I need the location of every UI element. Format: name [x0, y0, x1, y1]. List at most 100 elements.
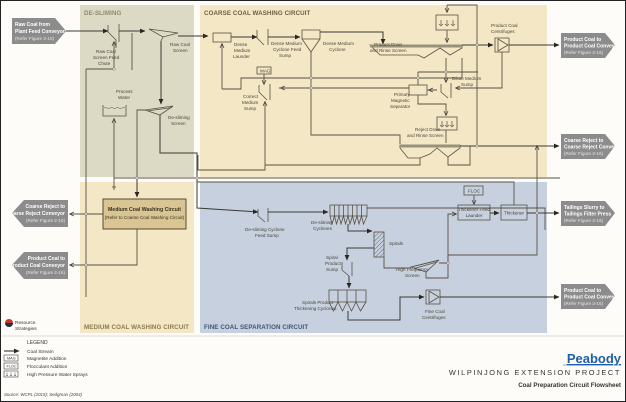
region-title-fine: FINE COAL SEPARATION CIRCUIT: [204, 324, 308, 331]
raw-coal-screen: Raw Coal Screen: [148, 28, 190, 53]
svg-text:(Refer Figure 2-16): (Refer Figure 2-16): [564, 218, 604, 223]
svg-text:Thickener: Thickener: [504, 211, 525, 216]
output-tailings-filter-press: Tailings Slurry to Tailings Filter Press…: [561, 201, 615, 226]
svg-text:Medium: Medium: [242, 100, 259, 105]
svg-text:FLOC: FLOC: [468, 189, 481, 194]
svg-text:Sump: Sump: [279, 53, 291, 58]
svg-text:Product Coal Conveyor: Product Coal Conveyor: [564, 295, 620, 301]
svg-text:(Refer Figure 2-16): (Refer Figure 2-16): [15, 36, 55, 41]
svg-text:Launder: Launder: [233, 54, 250, 59]
figure-title: Coal Preparation Circuit Flowsheet: [518, 382, 621, 389]
svg-text:High Pressure Water Sprays: High Pressure Water Sprays: [27, 372, 88, 378]
project-title: WILPINJONG EXTENSION PROJECT: [449, 368, 621, 377]
svg-text:Process: Process: [116, 89, 133, 94]
svg-text:Coarse Reject Conveyor: Coarse Reject Conveyor: [564, 145, 622, 151]
dm-cyclone: Dense Medium Cyclone: [301, 29, 354, 53]
output-product-coal-conveyor-left: Product Coal to Product Coal Conveyor (R…: [9, 252, 68, 279]
region-title-coarse: COARSE COAL WASHING CIRCUIT: [204, 10, 311, 17]
region-title-medium: MEDIUM COAL WASHING CIRCUIT: [84, 324, 189, 331]
svg-text:(Refer Figure 2-16): (Refer Figure 2-16): [564, 50, 604, 55]
svg-text:De-sliming: De-sliming: [311, 220, 333, 225]
spirals-thickening-cyclones: Spirals Product Thickening Cyclones: [294, 289, 367, 312]
svg-text:Coarse Reject Conveyor: Coarse Reject Conveyor: [7, 211, 65, 217]
svg-text:Launder: Launder: [466, 213, 483, 218]
svg-text:Raw Coal: Raw Coal: [96, 49, 116, 54]
svg-text:Sump: Sump: [244, 106, 256, 111]
region-fine-coal-separation: [200, 182, 547, 333]
floc-addition: FLOC: [463, 185, 484, 196]
svg-text:MAG: MAG: [260, 69, 271, 74]
svg-text:Product: Product: [325, 261, 342, 266]
svg-text:Tailings Slurry to: Tailings Slurry to: [564, 205, 604, 211]
svg-text:Thickening Cyclones: Thickening Cyclones: [294, 306, 337, 311]
output-product-coal-conveyor-bottom: Product Coal to Product Coal Conveyor (R…: [561, 284, 620, 309]
legend-item-flocculant: FLOC Flocculant Addition: [3, 362, 68, 370]
svg-text:Dense: Dense: [234, 42, 248, 47]
svg-text:Cyclones: Cyclones: [313, 226, 333, 231]
svg-text:Fine Coal: Fine Coal: [425, 309, 445, 314]
svg-text:Product Coal to: Product Coal to: [564, 288, 601, 294]
junction-dots: [84, 43, 539, 267]
svg-text:Coal Stream: Coal Stream: [27, 349, 54, 355]
svg-text:(Refer Figure 2-16): (Refer Figure 2-16): [564, 301, 604, 306]
svg-text:Product Coal Conveyor: Product Coal Conveyor: [9, 263, 65, 269]
svg-text:Product Coal to: Product Coal to: [564, 37, 601, 43]
svg-text:and Rinse Screen: and Rinse Screen: [407, 133, 444, 138]
svg-text:Medium Coal Washing Circuit: Medium Coal Washing Circuit: [108, 207, 181, 213]
svg-text:Magnetite Addition: Magnetite Addition: [27, 356, 67, 362]
svg-text:Thickener Feed: Thickener Feed: [458, 207, 490, 212]
spiral-product-sump: Spiral Product Sump: [325, 255, 353, 277]
product-drain-rinse-screen: Product Drain and Rinse Screen: [369, 42, 463, 59]
svg-text:Screen: Screen: [171, 121, 186, 126]
spirals: Spirals: [373, 231, 404, 258]
desliming-screen: De-sliming Screen: [144, 105, 190, 126]
dilute-medium-sump: Dilute Medium Sump: [440, 76, 482, 99]
svg-text:Correct: Correct: [243, 94, 259, 99]
medium-coal-washing-circuit-box: Medium Coal Washing Circuit (Refer to Co…: [102, 198, 187, 230]
legend-item-sprays: High Pressure Water Sprays: [3, 370, 88, 378]
svg-text:(Refer Figure 2-16): (Refer Figure 2-16): [564, 151, 604, 156]
svg-text:Raw Coal from: Raw Coal from: [15, 22, 51, 28]
svg-text:Product Coal to: Product Coal to: [28, 256, 65, 262]
svg-text:Centrifuges: Centrifuges: [491, 29, 515, 34]
svg-text:Sump: Sump: [326, 267, 338, 272]
region-coarse-coal-washing: [200, 5, 547, 177]
correct-medium-sump: Correct Medium Sump: [242, 84, 271, 111]
svg-text:Spiral: Spiral: [326, 255, 338, 260]
legend-item-magnetite: MAG Magnetite Addition: [3, 354, 67, 362]
svg-text:Coarse Reject to: Coarse Reject to: [26, 204, 65, 210]
resource-strategies-logo: Resource Strategies: [5, 319, 37, 332]
svg-text:Water: Water: [118, 95, 131, 100]
svg-text:Primary: Primary: [394, 92, 411, 97]
svg-text:(Refer to Coarse Coal Washing: (Refer to Coarse Coal Washing Circuit): [105, 215, 185, 220]
svg-text:Tailings Filter Press: Tailings Filter Press: [564, 212, 611, 218]
svg-text:Strategies: Strategies: [15, 326, 37, 332]
svg-text:Product Drain: Product Drain: [374, 42, 403, 47]
desliming-cyclones: De-sliming Cyclones: [311, 204, 368, 231]
svg-text:Resource: Resource: [15, 320, 36, 326]
svg-text:Magnetic: Magnetic: [391, 98, 410, 103]
spray-box-bottom: [436, 116, 458, 131]
svg-text:Dilute Medium: Dilute Medium: [452, 76, 482, 81]
process-water-tank: Process Water: [102, 89, 133, 117]
svg-text:LEGEND: LEGEND: [27, 340, 48, 346]
svg-text:Dense Medium: Dense Medium: [323, 41, 354, 46]
svg-text:Raw Coal: Raw Coal: [170, 42, 190, 47]
output-coarse-reject-conveyor: Coarse Reject to Coarse Reject Conveyor …: [561, 134, 622, 159]
svg-text:MAG: MAG: [7, 357, 16, 361]
mag-addition: MAG: [256, 66, 272, 75]
svg-text:Coarse Reject to: Coarse Reject to: [564, 138, 603, 144]
svg-text:De-sliming: De-sliming: [168, 115, 190, 120]
svg-text:Separator: Separator: [390, 104, 411, 109]
svg-text:Screen: Screen: [405, 273, 420, 278]
svg-text:Reject Drain: Reject Drain: [415, 127, 441, 132]
svg-text:High Frequency: High Frequency: [396, 267, 429, 272]
legend: LEGEND Coal Stream MAG Magnetite Additio…: [3, 340, 88, 378]
svg-text:Feed Sump: Feed Sump: [255, 233, 279, 238]
svg-text:Screen: Screen: [173, 48, 188, 53]
svg-text:Product Coal: Product Coal: [491, 23, 518, 28]
svg-text:Dense Medium: Dense Medium: [271, 41, 302, 46]
high-frequency-screen: High Frequency Screen: [396, 259, 440, 278]
svg-text:Spirals Product: Spirals Product: [302, 300, 334, 305]
